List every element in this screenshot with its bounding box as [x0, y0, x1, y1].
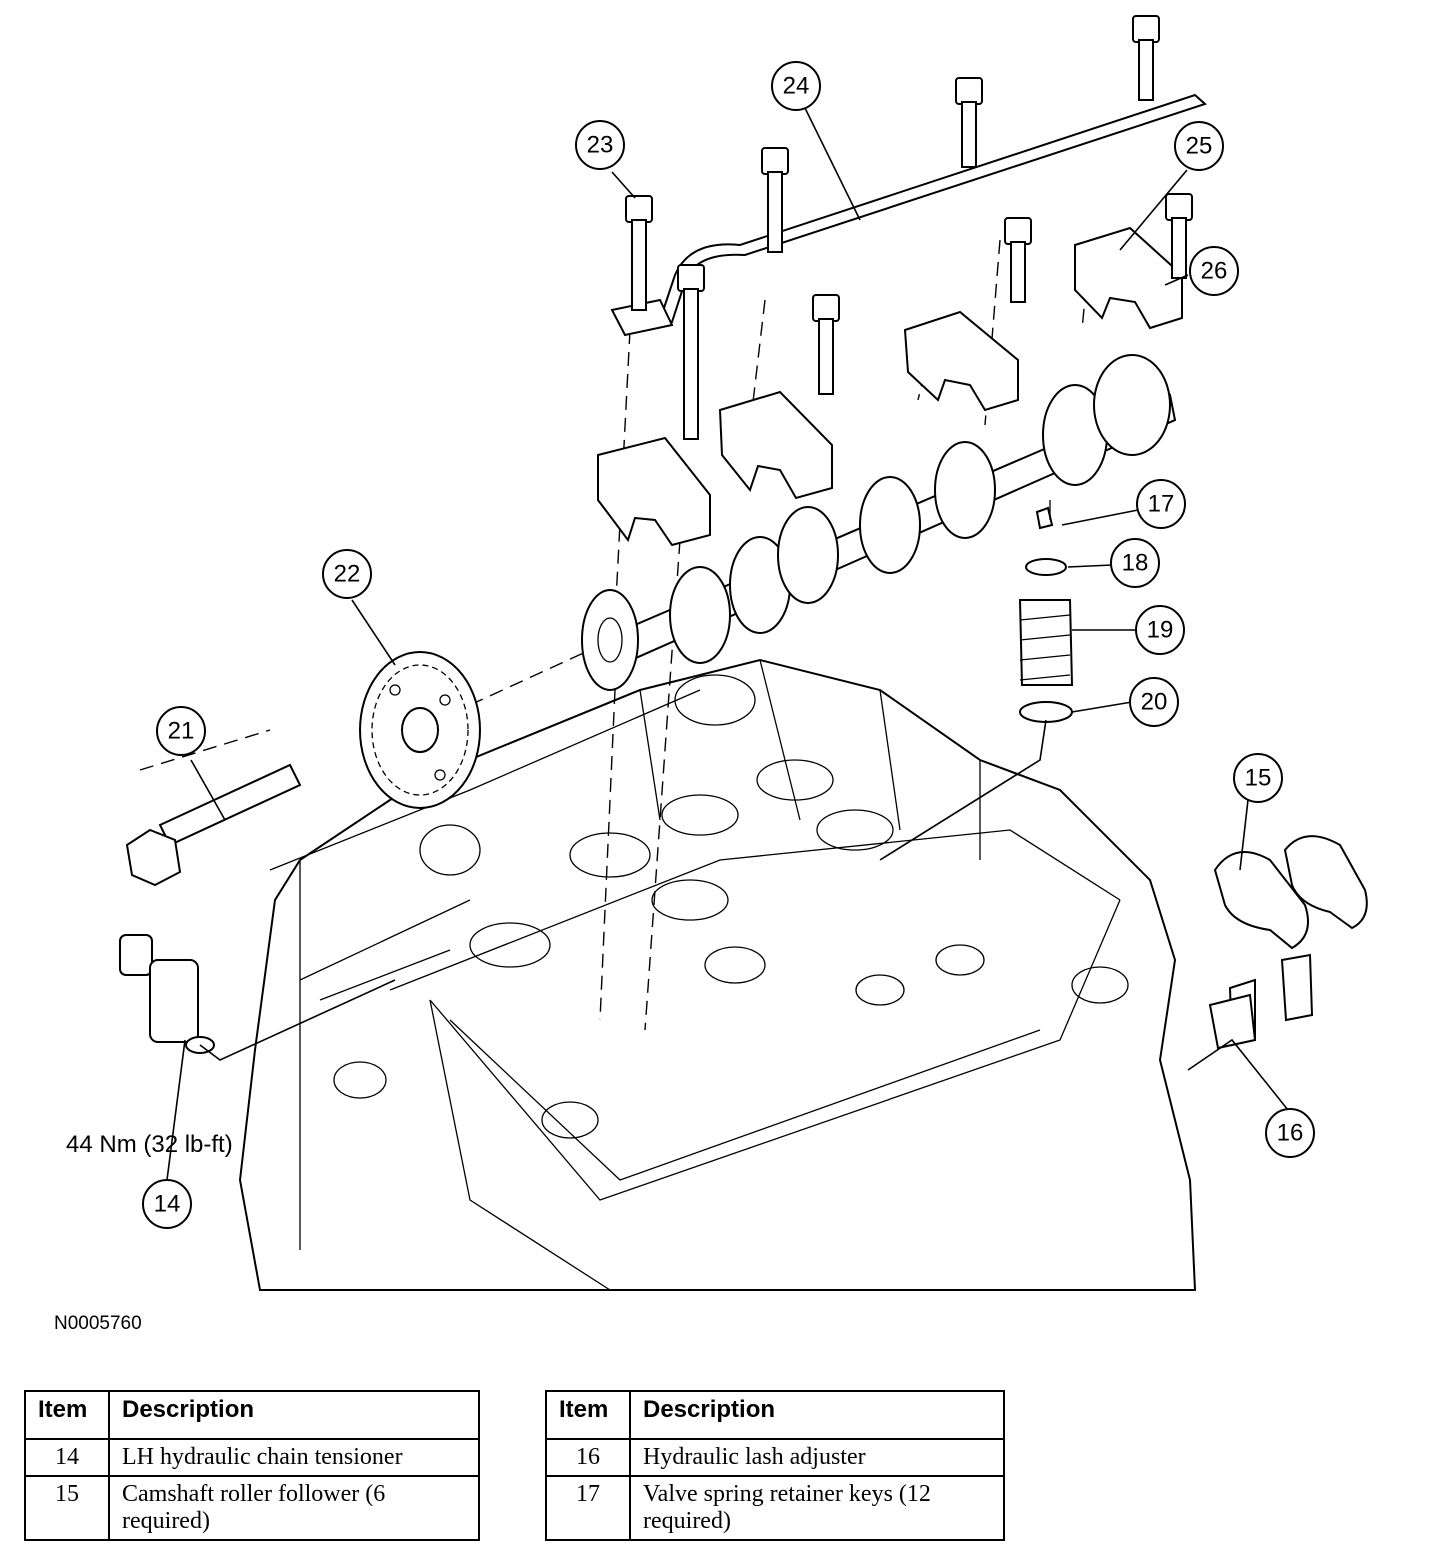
camshaft: [581, 354, 1177, 691]
header-description: Description: [108, 1390, 480, 1440]
item-description: Camshaft roller follower (6 required): [108, 1475, 480, 1541]
lash-adjusters: [1208, 953, 1314, 1050]
figure-id: N0005760: [54, 1313, 142, 1334]
callout-23: 23: [575, 120, 625, 170]
item-number: 16: [545, 1438, 631, 1477]
header-item: Item: [24, 1390, 110, 1440]
chain-tensioner: [119, 934, 215, 1054]
item-number: 17: [545, 1475, 631, 1541]
sprocket-bolt: [125, 763, 302, 887]
callout-20-label: 20: [1141, 689, 1168, 716]
cylinder-head: [238, 658, 1197, 1291]
callout-17-label: 17: [1148, 491, 1175, 518]
item-description: LH hydraulic chain tensioner: [108, 1438, 480, 1477]
header-description: Description: [629, 1390, 1005, 1440]
table-row: 17 Valve spring retainer keys (12 requir…: [545, 1475, 1005, 1541]
table-row: 14 LH hydraulic chain tensioner: [24, 1438, 480, 1477]
callout-25-label: 25: [1186, 133, 1213, 160]
callout-18: 18: [1110, 538, 1160, 588]
legend-header-row: Item Description: [545, 1390, 1005, 1440]
callout-20: 20: [1129, 677, 1179, 727]
bolts: [625, 15, 1193, 440]
callout-14-label: 14: [154, 1191, 181, 1218]
callout-24: 24: [771, 61, 821, 111]
callout-21: 21: [156, 706, 206, 756]
callout-21-label: 21: [168, 718, 195, 745]
bearing-caps: [597, 226, 1183, 547]
callout-24-label: 24: [783, 73, 810, 100]
callout-19-label: 19: [1147, 617, 1174, 644]
header-item: Item: [545, 1390, 631, 1440]
item-number: 14: [24, 1438, 110, 1477]
table-row: 16 Hydraulic lash adjuster: [545, 1438, 1005, 1477]
camshaft-sprocket: [359, 651, 481, 809]
callout-14: 14: [142, 1179, 192, 1229]
callout-22-label: 22: [334, 561, 361, 588]
callout-23-label: 23: [587, 132, 614, 159]
exploded-engine-diagram: 14 15 16 17 18 19 20 21 22 23 24 25 26: [119, 15, 1368, 1291]
callout-26-label: 26: [1201, 258, 1228, 285]
legend-header-row: Item Description: [24, 1390, 480, 1440]
legend-table-left: Item Description 14 LH hydraulic chain t…: [24, 1390, 480, 1541]
callout-18-label: 18: [1122, 550, 1149, 577]
callout-25: 25: [1174, 121, 1224, 171]
valve-parts: [1018, 500, 1074, 723]
table-row: 15 Camshaft roller follower (6 required): [24, 1475, 480, 1541]
callout-15-label: 15: [1245, 765, 1272, 792]
callout-16: 16: [1265, 1108, 1315, 1158]
callout-19: 19: [1135, 605, 1185, 655]
item-description: Valve spring retainer keys (12 required): [629, 1475, 1005, 1541]
torque-spec-label: 44 Nm (32 lb-ft): [66, 1131, 233, 1158]
item-description: Hydraulic lash adjuster: [629, 1438, 1005, 1477]
callout-16-label: 16: [1277, 1120, 1304, 1147]
roller-followers: [1213, 835, 1368, 950]
item-number: 15: [24, 1475, 110, 1541]
callout-22: 22: [322, 549, 372, 599]
callout-15: 15: [1233, 753, 1283, 803]
callout-26: 26: [1189, 246, 1239, 296]
legend-table-right: Item Description 16 Hydraulic lash adjus…: [545, 1390, 1005, 1541]
callout-17: 17: [1136, 479, 1186, 529]
leader-lines: [166, 107, 1289, 1181]
